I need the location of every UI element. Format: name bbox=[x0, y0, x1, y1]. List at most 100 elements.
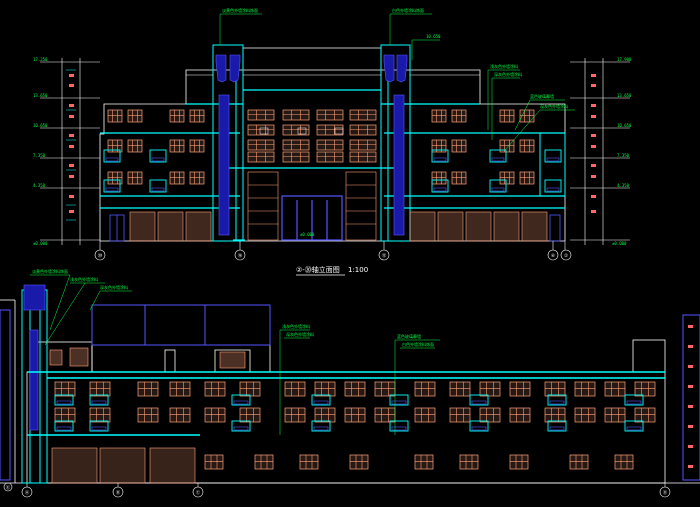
left-level-mark: 7.350 bbox=[33, 153, 46, 158]
axis-bubble-label: ② bbox=[564, 253, 569, 259]
window bbox=[451, 139, 467, 153]
axis-bubble-label: ⑥ bbox=[551, 253, 556, 259]
window bbox=[349, 151, 377, 163]
window bbox=[604, 407, 626, 423]
bottom-balconies bbox=[54, 394, 644, 432]
window bbox=[54, 381, 76, 397]
window bbox=[614, 454, 634, 470]
top-balconies bbox=[103, 149, 562, 193]
window bbox=[509, 407, 531, 423]
window bbox=[282, 124, 310, 136]
window bbox=[107, 171, 123, 185]
window bbox=[284, 407, 306, 423]
window bbox=[449, 381, 471, 397]
balcony bbox=[54, 394, 74, 406]
balcony bbox=[89, 394, 109, 406]
window bbox=[569, 454, 589, 470]
balcony bbox=[624, 420, 644, 432]
bottom-windows bbox=[54, 381, 656, 470]
window bbox=[189, 139, 205, 153]
window bbox=[137, 407, 159, 423]
window bbox=[137, 381, 159, 397]
axis-bubble-label: Ⓐ bbox=[25, 489, 30, 496]
window bbox=[89, 381, 111, 397]
axis-bubble-label: Ⓒ bbox=[196, 489, 201, 496]
window bbox=[127, 171, 143, 185]
window bbox=[189, 109, 205, 123]
entrance-level: ±0.000 bbox=[300, 232, 315, 237]
window bbox=[169, 139, 185, 153]
window bbox=[169, 109, 185, 123]
top-central-lobby bbox=[247, 171, 377, 241]
window bbox=[519, 139, 535, 153]
window bbox=[499, 109, 515, 123]
window bbox=[451, 109, 467, 123]
right-level-mark: 10.650 bbox=[617, 123, 632, 128]
window bbox=[247, 151, 275, 163]
window bbox=[544, 381, 566, 397]
window bbox=[414, 381, 436, 397]
window bbox=[374, 381, 396, 397]
right-level-mark: 13.650 bbox=[617, 93, 632, 98]
window bbox=[316, 109, 344, 121]
balcony bbox=[547, 394, 567, 406]
main-entrance bbox=[281, 195, 343, 241]
window bbox=[169, 381, 191, 397]
window bbox=[247, 139, 275, 151]
balcony bbox=[489, 179, 507, 193]
window bbox=[499, 171, 515, 185]
left-level-mark: 4.350 bbox=[33, 183, 46, 188]
window bbox=[316, 139, 344, 151]
drawing-title: ②-⑳轴立面图 bbox=[296, 265, 340, 274]
window bbox=[169, 171, 185, 185]
window bbox=[459, 454, 479, 470]
bottom-floor-bands bbox=[27, 371, 665, 436]
balcony bbox=[624, 394, 644, 406]
window bbox=[54, 407, 76, 423]
balcony bbox=[431, 149, 449, 163]
window bbox=[314, 407, 336, 423]
axis-bubble-label: Ⓓ bbox=[663, 489, 668, 496]
window bbox=[204, 381, 226, 397]
window bbox=[169, 407, 191, 423]
axis-bubble-label: ⑯ bbox=[238, 252, 243, 259]
balcony bbox=[231, 420, 251, 432]
window bbox=[239, 381, 261, 397]
window bbox=[431, 109, 447, 123]
window bbox=[127, 139, 143, 153]
annotation-label: 深灰色外墙涂料 bbox=[100, 284, 128, 290]
window bbox=[349, 139, 377, 151]
balcony bbox=[311, 394, 331, 406]
window bbox=[414, 454, 434, 470]
axis-bubble-label: ⑫ bbox=[382, 252, 387, 259]
annotation-label: 淡黄色外墙涂料饰面 bbox=[222, 7, 258, 13]
window bbox=[247, 124, 275, 136]
annotation-label: 白色外墙涂料饰面 bbox=[402, 341, 434, 347]
top-storefronts bbox=[129, 211, 548, 242]
window bbox=[204, 454, 224, 470]
window bbox=[519, 171, 535, 185]
balcony bbox=[149, 179, 167, 193]
window bbox=[449, 407, 471, 423]
window bbox=[414, 407, 436, 423]
balcony bbox=[231, 394, 251, 406]
window bbox=[479, 381, 501, 397]
window bbox=[574, 381, 596, 397]
window bbox=[127, 109, 143, 123]
window bbox=[189, 171, 205, 185]
window bbox=[299, 454, 319, 470]
top-elevation: 17.250 13.650 10.650 7.350 4.350 ±0.000 … bbox=[33, 7, 632, 276]
left-level-mark: 10.650 bbox=[33, 123, 48, 128]
axis-bubble-label: Ⓑ bbox=[116, 489, 121, 496]
left-level-mark: ±0.000 bbox=[33, 241, 48, 246]
window bbox=[316, 151, 344, 163]
window bbox=[509, 454, 529, 470]
window bbox=[634, 381, 656, 397]
right-level-mark: 4.350 bbox=[617, 183, 630, 188]
bottom-storefronts bbox=[51, 447, 196, 484]
bottom-elevation: 淡黄色外墙涂料饰面 浅灰色外墙涂料 深灰色外墙涂料 浅灰色外墙涂料 深灰色外墙涂… bbox=[0, 268, 700, 498]
balcony bbox=[54, 420, 74, 432]
window bbox=[479, 407, 501, 423]
window bbox=[374, 407, 396, 423]
right-level-mark: 7.350 bbox=[617, 153, 630, 158]
